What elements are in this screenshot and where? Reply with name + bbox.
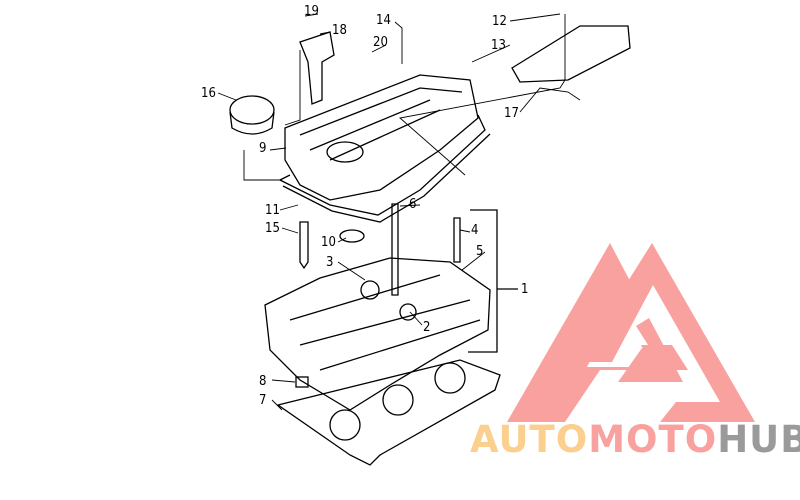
callout-8: 8: [259, 374, 267, 389]
callout-13: 13: [491, 38, 506, 53]
cylinder-head: [264, 257, 491, 411]
callout-20: 20: [373, 35, 388, 50]
callout-17: 17: [504, 106, 519, 121]
callout-2: 2: [423, 320, 431, 335]
callout-15: 15: [265, 221, 280, 236]
watermark-auto: AUTO: [470, 418, 589, 461]
timing-cover: [511, 25, 631, 83]
callout-19: 19: [304, 4, 319, 19]
dowel: [295, 376, 309, 388]
automotohub-logo: [507, 243, 755, 422]
valve-cover-gasket: [279, 114, 486, 216]
oil-cap: [229, 95, 275, 125]
callout-16: 16: [201, 86, 216, 101]
ignition-coil: [299, 31, 335, 105]
callout-7: 7: [259, 393, 267, 408]
callout-10: 10: [321, 235, 336, 250]
callout-3: 3: [326, 255, 334, 270]
seal: [339, 229, 365, 243]
callout-5: 5: [476, 244, 484, 259]
callout-18: 18: [332, 23, 347, 38]
callout-9: 9: [259, 141, 267, 156]
callout-4: 4: [471, 223, 479, 238]
valve-cover: [284, 74, 479, 201]
callout-11: 11: [265, 203, 280, 218]
watermark-text: AUTOMOTOHUB: [470, 418, 800, 461]
callout-6: 6: [409, 197, 417, 212]
head-gasket: [276, 359, 501, 466]
spark-plug: [299, 221, 309, 270]
callout-14: 14: [376, 13, 391, 28]
watermark-hub: HUB: [717, 418, 800, 461]
watermark-moto: MOTO: [588, 418, 718, 461]
callout-1: 1: [521, 282, 529, 297]
callout-12: 12: [492, 14, 507, 29]
